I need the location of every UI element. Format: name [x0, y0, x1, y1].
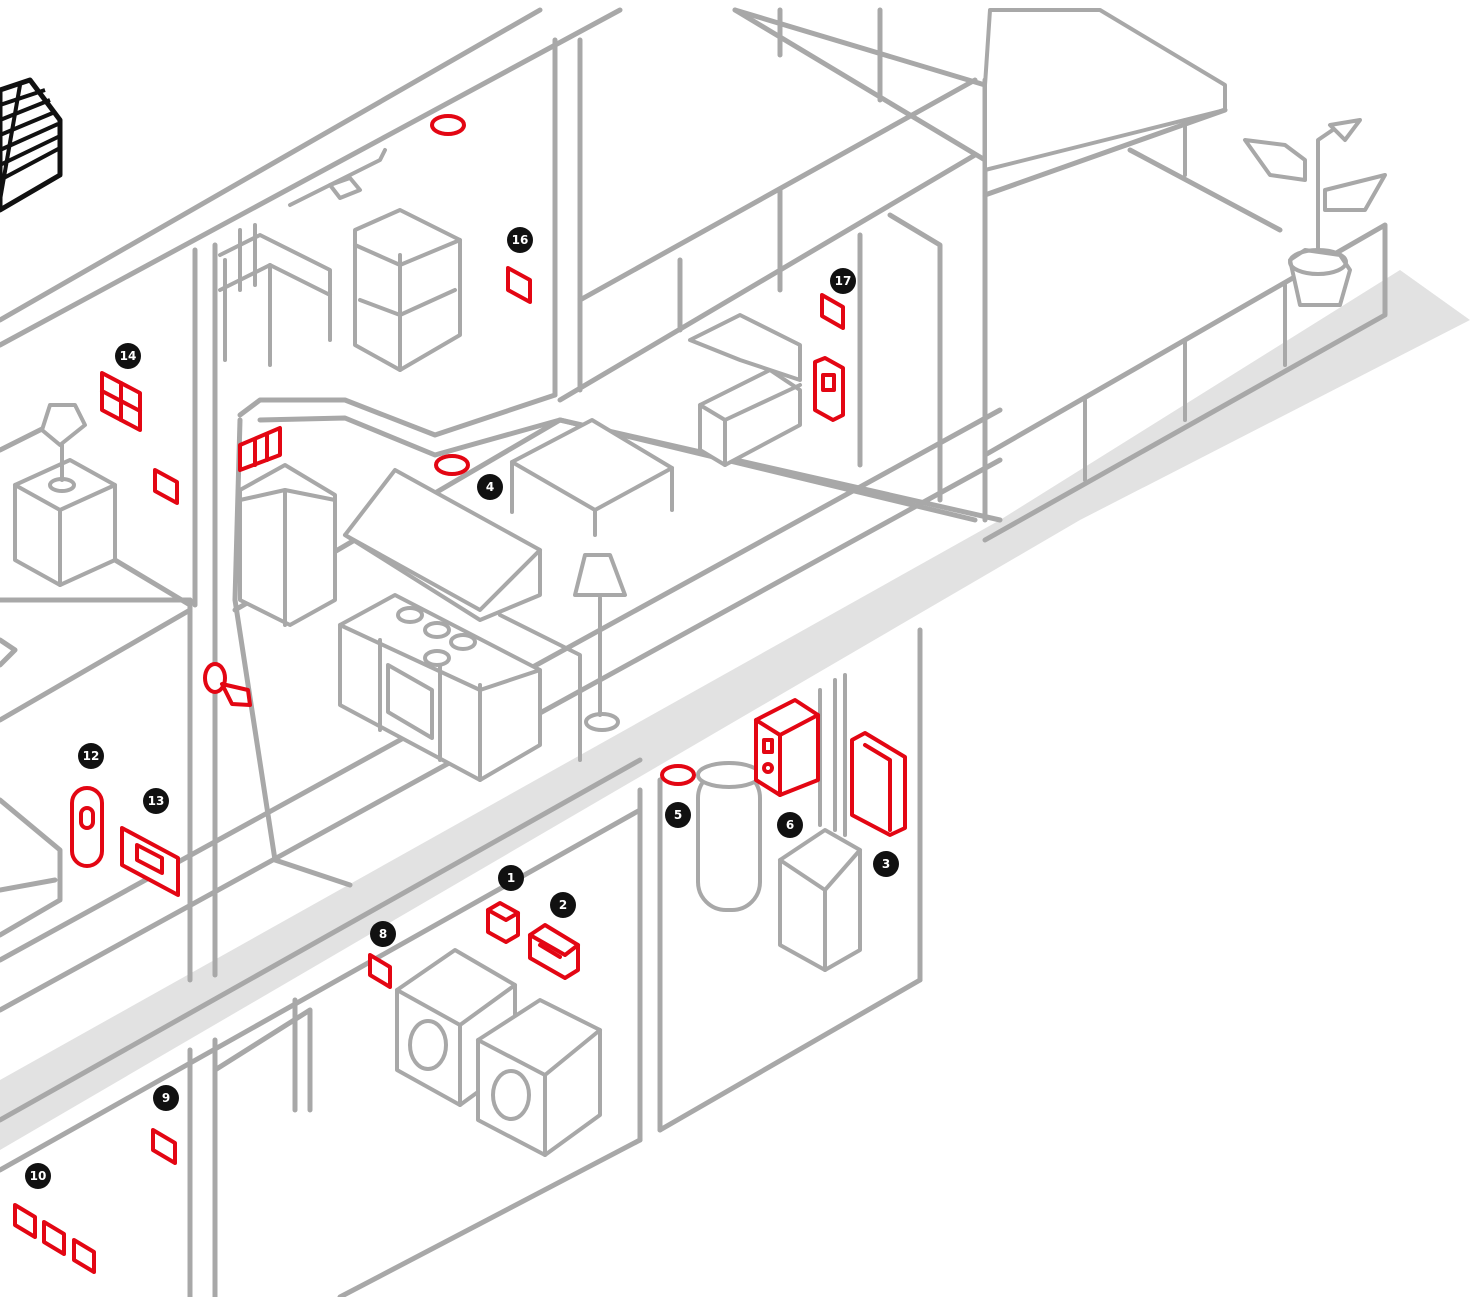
- svg-text:16: 16: [512, 233, 529, 247]
- device-1-sensor[interactable]: [488, 903, 518, 942]
- marker-9: 9: [153, 1085, 179, 1111]
- device-10-switches[interactable]: [15, 1205, 94, 1272]
- marker-13: 13: [143, 788, 169, 814]
- marker-3: 3: [873, 851, 899, 877]
- device-8-switch[interactable]: [370, 955, 390, 987]
- svg-text:1: 1: [507, 871, 515, 885]
- marker-6: 6: [777, 812, 803, 838]
- svg-text:3: 3: [882, 857, 890, 871]
- device-switch-bedroom[interactable]: [155, 470, 177, 503]
- device-3-panel[interactable]: [852, 733, 905, 835]
- svg-text:9: 9: [162, 1091, 170, 1105]
- svg-text:8: 8: [379, 927, 387, 941]
- svg-text:6: 6: [786, 818, 794, 832]
- svg-text:2: 2: [559, 898, 567, 912]
- svg-text:13: 13: [148, 794, 165, 808]
- marker-1: 1: [498, 865, 524, 891]
- device-9-switch[interactable]: [153, 1130, 175, 1163]
- svg-text:5: 5: [674, 808, 682, 822]
- device-tap[interactable]: [205, 664, 250, 705]
- house-structure: [0, 10, 1385, 1297]
- device-16-switch[interactable]: [508, 268, 530, 302]
- marker-8: 8: [370, 921, 396, 947]
- device-thermostat[interactable]: [815, 358, 843, 420]
- solar-panel: [0, 80, 60, 210]
- device-window-kitchen[interactable]: [240, 428, 280, 470]
- marker-2: 2: [550, 892, 576, 918]
- svg-text:12: 12: [83, 749, 100, 763]
- device-12-door-lock[interactable]: [72, 788, 102, 866]
- device-5-smoke-detector[interactable]: [662, 766, 694, 784]
- marker-12: 12: [78, 743, 104, 769]
- device-2-controller[interactable]: [530, 925, 578, 978]
- marker-16: 16: [507, 227, 533, 253]
- device-smoke-upper[interactable]: [432, 116, 464, 134]
- device-4-smoke-detector[interactable]: [436, 456, 468, 474]
- device-6-controller[interactable]: [756, 700, 818, 795]
- device-17-switch[interactable]: [822, 295, 843, 328]
- svg-text:10: 10: [30, 1169, 47, 1183]
- svg-text:17: 17: [835, 274, 852, 288]
- svg-text:14: 14: [120, 349, 137, 363]
- marker-14: 14: [115, 343, 141, 369]
- marker-4: 4: [477, 474, 503, 500]
- marker-17: 17: [830, 268, 856, 294]
- device-14-window[interactable]: [102, 373, 140, 430]
- svg-text:4: 4: [486, 480, 494, 494]
- device-13-display[interactable]: [122, 828, 178, 895]
- marker-5: 5: [665, 802, 691, 828]
- marker-10: 10: [25, 1163, 51, 1189]
